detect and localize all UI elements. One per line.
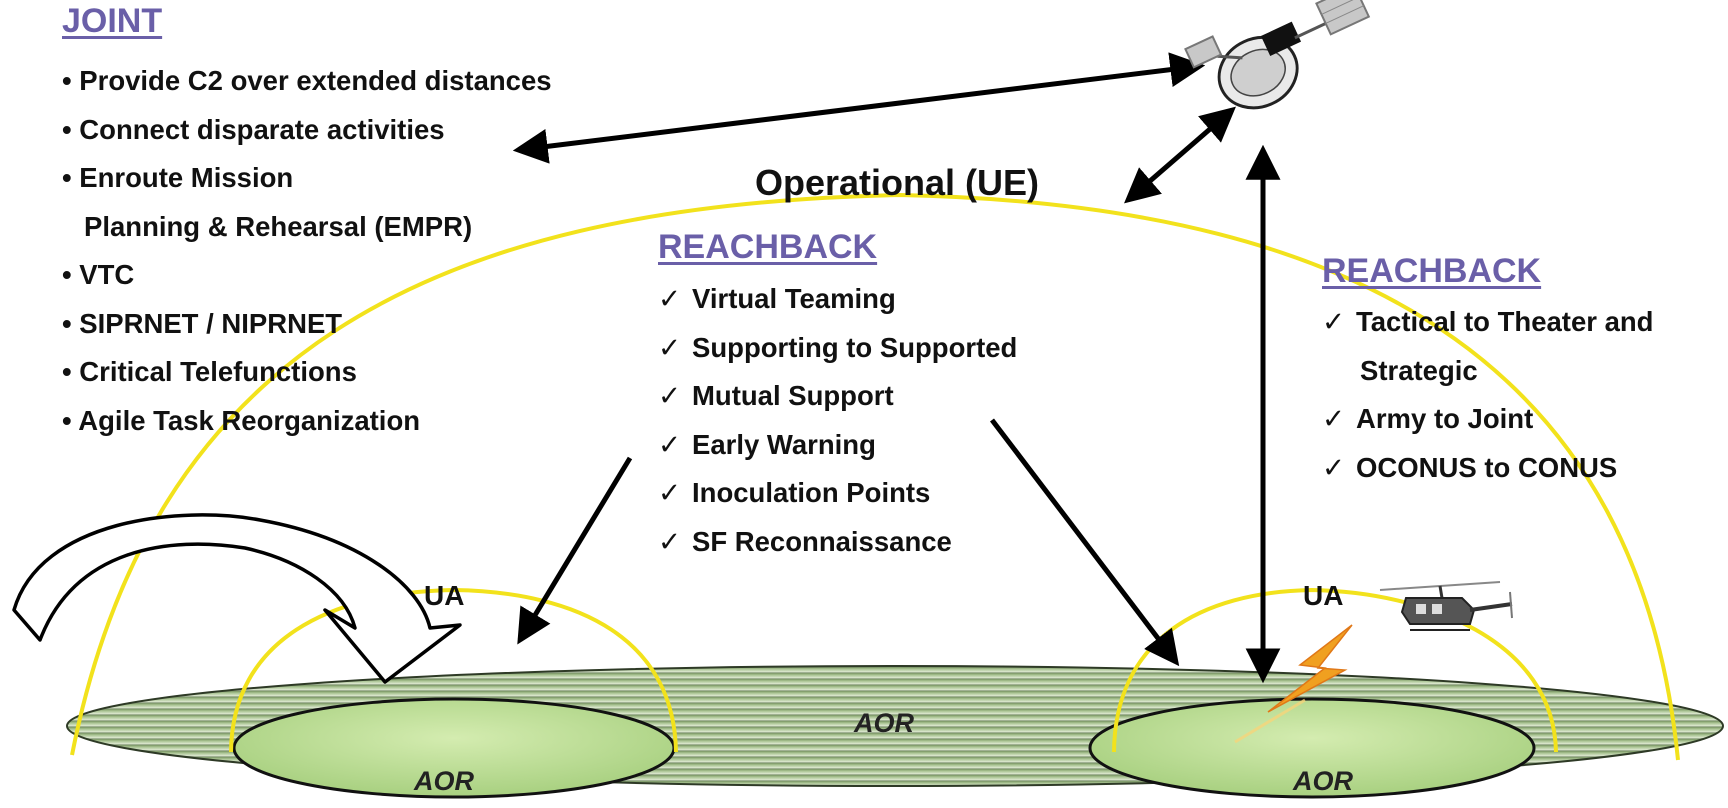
joint-item-label: Enroute Mission (79, 162, 294, 193)
aor-left-label: AOR (414, 766, 474, 796)
reachback-item-label: Army to Joint (1356, 403, 1534, 434)
reachback-item-label: Strategic (1360, 354, 1478, 386)
bullet: • (62, 404, 72, 436)
bullet: • (62, 113, 72, 145)
ua-right-label: UA (1303, 580, 1344, 611)
list-item: • SIPRNET / NIPRNET (62, 300, 552, 349)
bullet: • (62, 307, 72, 339)
arrow-satellite-joint (512, 52, 1206, 164)
aor-right-label: AOR (1293, 766, 1353, 796)
reachback-right-heading: REACHBACK (1322, 252, 1542, 290)
reachback-right-list: ✓ Tactical to Theater and Strategic ✓ Army… (1322, 298, 1653, 492)
list-item: • Agile Task Reorganization (62, 397, 552, 446)
reachback-item-label: Early Warning (692, 428, 876, 460)
lightning-icon (1234, 624, 1353, 744)
reachback-item-label: Supporting to Supported (692, 331, 1018, 363)
joint-item-label: Connect disparate activities (79, 113, 445, 145)
list-item: Strategic (1322, 347, 1653, 396)
check-icon: ✓ (1322, 451, 1346, 483)
check-icon: ✓ (1322, 403, 1346, 434)
bullet: • (62, 259, 72, 290)
ua-left-dome (229, 587, 678, 753)
check-icon: ✓ (658, 380, 682, 411)
reachback-item-label: Virtual Teaming (692, 283, 896, 314)
arrow-satellite-operational (1124, 106, 1236, 204)
list-item: • Connect disparate activities (62, 106, 552, 155)
list-item: • Enroute Mission (62, 154, 552, 203)
operational-label: Operational (UE) (755, 162, 1040, 203)
list-item: • Critical Telefunctions (62, 348, 552, 397)
joint-list: • Provide C2 over extended distances • C… (62, 57, 552, 445)
satellite-icon (1184, 0, 1371, 110)
joint-item-label: SIPRNET / NIPRNET (79, 307, 343, 339)
joint-item-label: Planning & Rehearsal (EMPR) (84, 210, 473, 242)
check-icon: ✓ (658, 525, 682, 557)
aor-right-ellipse (1088, 697, 1536, 799)
list-item: • VTC (62, 251, 552, 300)
joint-item-label: Critical Telefunctions (79, 356, 357, 387)
reachback-item-label: Mutual Support (692, 380, 894, 411)
list-item: Planning & Rehearsal (EMPR) (62, 203, 552, 252)
reachback-item-label: SF Reconnaissance (692, 525, 952, 557)
list-item: ✓ Army to Joint (1322, 395, 1653, 444)
list-item: • Provide C2 over extended distances (62, 57, 552, 106)
arrow-reachback-ua-left (517, 456, 633, 645)
outer-dome (70, 192, 1680, 761)
ua-right-dome (1112, 587, 1558, 753)
reachback-item-label: OCONUS to CONUS (1356, 451, 1618, 483)
bullet: • (62, 65, 72, 96)
ua-left-label: UA (424, 580, 465, 611)
bullet: • (62, 162, 72, 193)
check-icon: ✓ (658, 428, 682, 460)
check-icon: ✓ (658, 283, 682, 314)
check-icon: ✓ (1322, 306, 1346, 337)
reachback-center-list: ✓ Virtual Teaming ✓ Supporting to Supporte… (658, 275, 1017, 566)
helicopter-icon (1379, 581, 1513, 631)
list-item: ✓ Mutual Support (658, 372, 1017, 421)
list-item: ✓ Supporting to Supported (658, 324, 1017, 373)
check-icon: ✓ (658, 477, 682, 508)
list-item: ✓ Tactical to Theater and (1322, 298, 1653, 347)
bullet: • (62, 356, 72, 387)
list-item: ✓ SF Reconnaissance (658, 518, 1017, 567)
joint-item-label: VTC (79, 259, 135, 290)
list-item: ✓ Early Warning (658, 421, 1017, 470)
reachback-item-label: Inoculation Points (692, 477, 931, 508)
list-item: ✓ Virtual Teaming (658, 275, 1017, 324)
list-item: ✓ OCONUS to CONUS (1322, 444, 1653, 493)
joint-item-label: Agile Task Reorganization (78, 404, 421, 436)
joint-heading: JOINT (62, 2, 163, 40)
list-item: ✓ Inoculation Points (658, 469, 1017, 518)
curved-hollow-arrow (12, 513, 462, 684)
check-icon: ✓ (658, 331, 682, 363)
joint-item-label: Provide C2 over extended distances (79, 65, 552, 96)
reachback-center-heading: REACHBACK (658, 228, 878, 266)
aor-center-label: AOR (854, 708, 914, 738)
arrow-reachback-ua-right (990, 418, 1180, 667)
reachback-item-label: Tactical to Theater and (1356, 306, 1654, 337)
